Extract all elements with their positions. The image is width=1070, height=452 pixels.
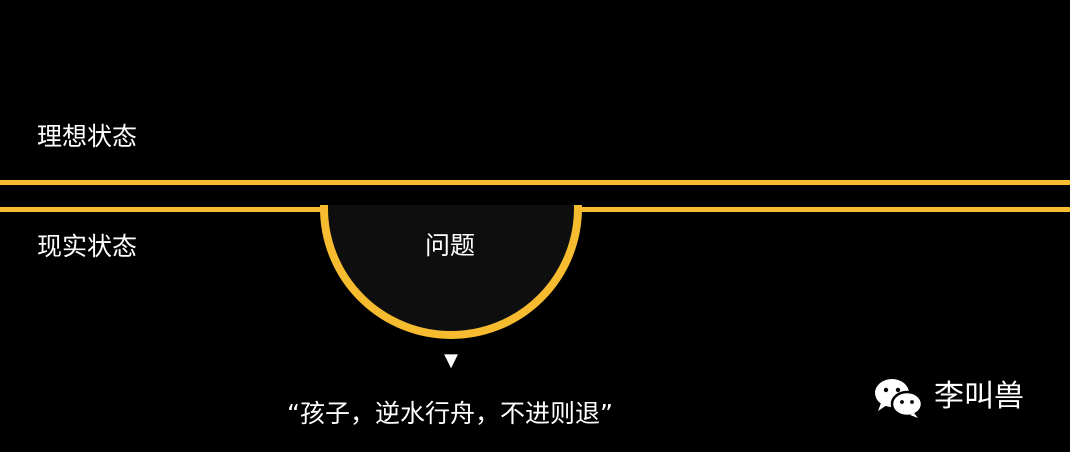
- problem-gap-fill: [324, 205, 578, 335]
- brand-name: 李叫兽: [934, 379, 1024, 414]
- ideal-state-line: [0, 180, 1070, 185]
- down-arrow-icon: ▼: [444, 350, 458, 371]
- problem-gap-outline: [320, 205, 582, 339]
- problem-gap-semicircle: [320, 205, 582, 339]
- actual-state-line-right: [580, 207, 1070, 212]
- watermark: 李叫兽: [872, 372, 1024, 422]
- problem-label: 问题: [424, 231, 475, 260]
- quote-text: “孩子，逆水行舟，不进则退”: [287, 399, 613, 428]
- actual-state-label: 现实状态: [37, 232, 138, 261]
- actual-state-line-left: [0, 207, 322, 212]
- wechat-icon: [875, 379, 924, 418]
- ideal-state-label: 理想状态: [37, 122, 138, 151]
